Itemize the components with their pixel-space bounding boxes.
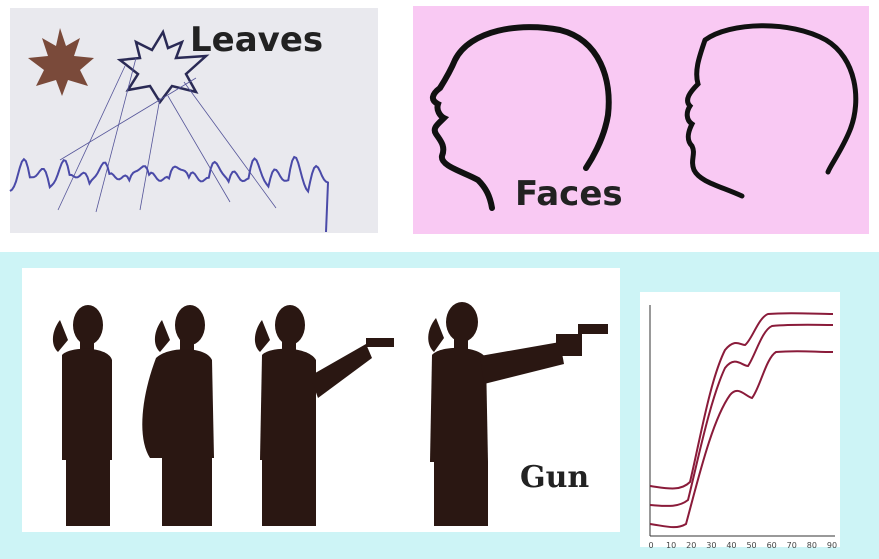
curve-plot-tick-label: 70 — [787, 541, 797, 550]
curve-plot-tick-label: 10 — [666, 541, 676, 550]
curve-plot-tick-label: 20 — [686, 541, 696, 550]
faces-label: Faces — [515, 174, 623, 214]
curve-plot-tick-label: 0 — [648, 541, 653, 550]
curve-plot-tick-label: 60 — [767, 541, 777, 550]
face-profile-left — [430, 24, 612, 211]
curve-middle — [649, 323, 834, 507]
outline-leaf-icon — [116, 28, 210, 105]
curve-plot-tick-label: 40 — [726, 541, 736, 550]
figure-1 — [52, 305, 112, 526]
curve-lower — [649, 350, 834, 529]
curve-plot-background — [640, 292, 840, 547]
curve-plot-tick-label: 30 — [706, 541, 716, 550]
curve-upper — [649, 312, 834, 490]
curve-plot-tick-label: 90 — [827, 541, 837, 550]
figure-3 — [254, 305, 394, 526]
figure-2 — [142, 305, 214, 526]
curve-plot-tick-label: 80 — [807, 541, 817, 550]
filled-leaf-icon — [28, 28, 94, 96]
gun-label: Gun — [520, 460, 590, 495]
leaves-illustration — [9, 28, 330, 233]
face-profile-right — [684, 23, 859, 199]
leaf-contour-signal — [9, 155, 330, 233]
figure-4 — [428, 302, 608, 526]
leaf-to-signal-lines — [57, 57, 277, 213]
leaves-label: Leaves — [190, 20, 324, 60]
curve-plot-tick-label: 50 — [746, 541, 756, 550]
gun-pose-photo — [22, 268, 620, 532]
curve-plot-tick-labels: 0 10 20 30 40 50 60 70 80 90 — [648, 541, 837, 550]
faces-illustration — [430, 23, 859, 211]
